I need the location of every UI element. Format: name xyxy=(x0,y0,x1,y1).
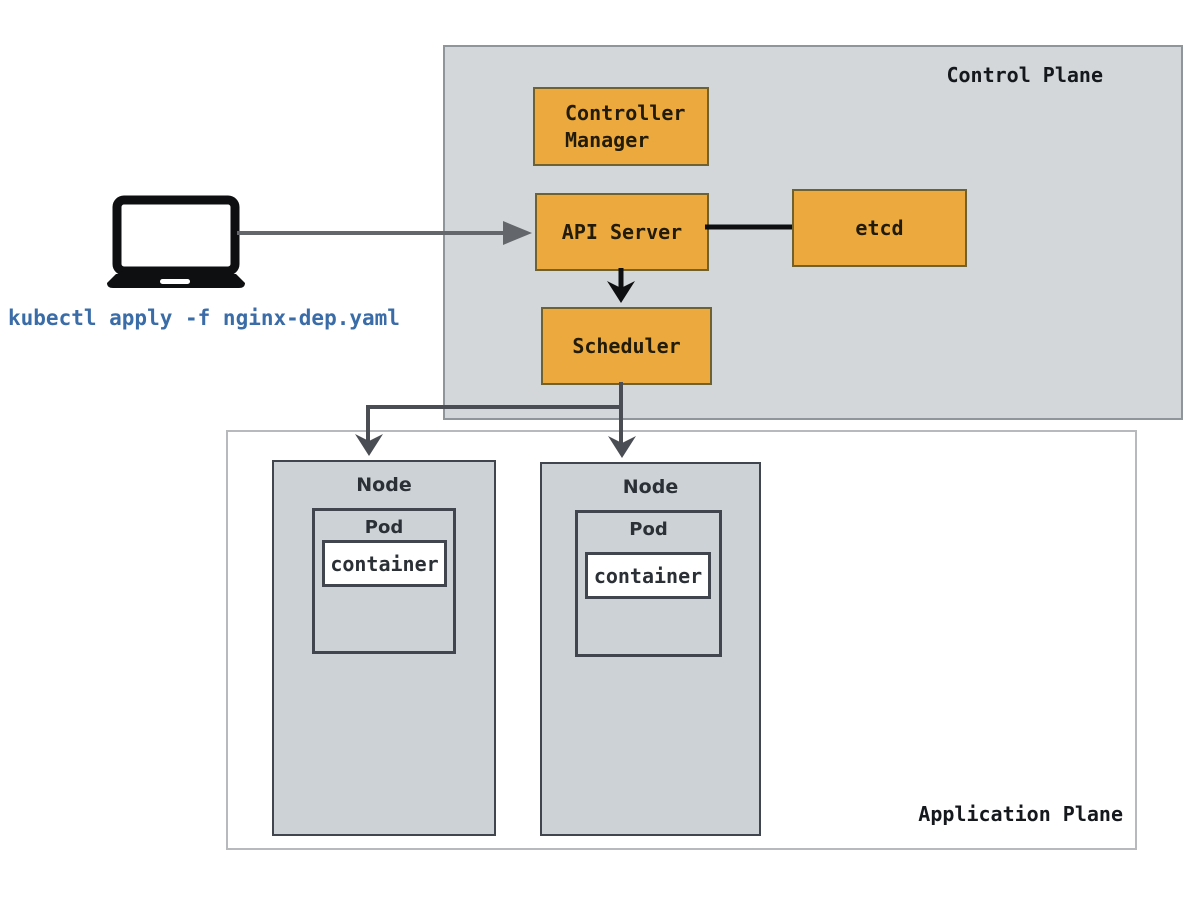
application-plane-box: Application Plane Node Pod container Nod… xyxy=(226,430,1137,850)
control-plane-box: Control Plane Controller Manager API Ser… xyxy=(443,45,1183,420)
node-1-container-box: container xyxy=(322,540,447,587)
node-1-box: Node Pod container xyxy=(272,460,496,836)
node-1-pod-box: Pod container xyxy=(312,508,456,654)
control-plane-label: Control Plane xyxy=(946,63,1103,87)
node-2-label: Node xyxy=(622,476,679,498)
node-2-pod-box: Pod container xyxy=(575,510,722,657)
kubectl-command-text: kubectl apply -f nginx-dep.yaml xyxy=(8,306,400,330)
node-1-label: Node xyxy=(356,474,412,496)
laptop-icon xyxy=(107,195,245,288)
node-2-box: Node Pod container xyxy=(540,462,761,836)
controller-manager-box: Controller Manager xyxy=(533,87,709,166)
api-server-box: API Server xyxy=(535,193,709,271)
etcd-box: etcd xyxy=(792,189,967,267)
node-2-pod-label: Pod xyxy=(629,519,668,540)
application-plane-label: Application Plane xyxy=(918,802,1123,826)
node-2-container-box: container xyxy=(585,552,711,599)
scheduler-box: Scheduler xyxy=(541,307,712,385)
node-1-pod-label: Pod xyxy=(364,517,404,538)
